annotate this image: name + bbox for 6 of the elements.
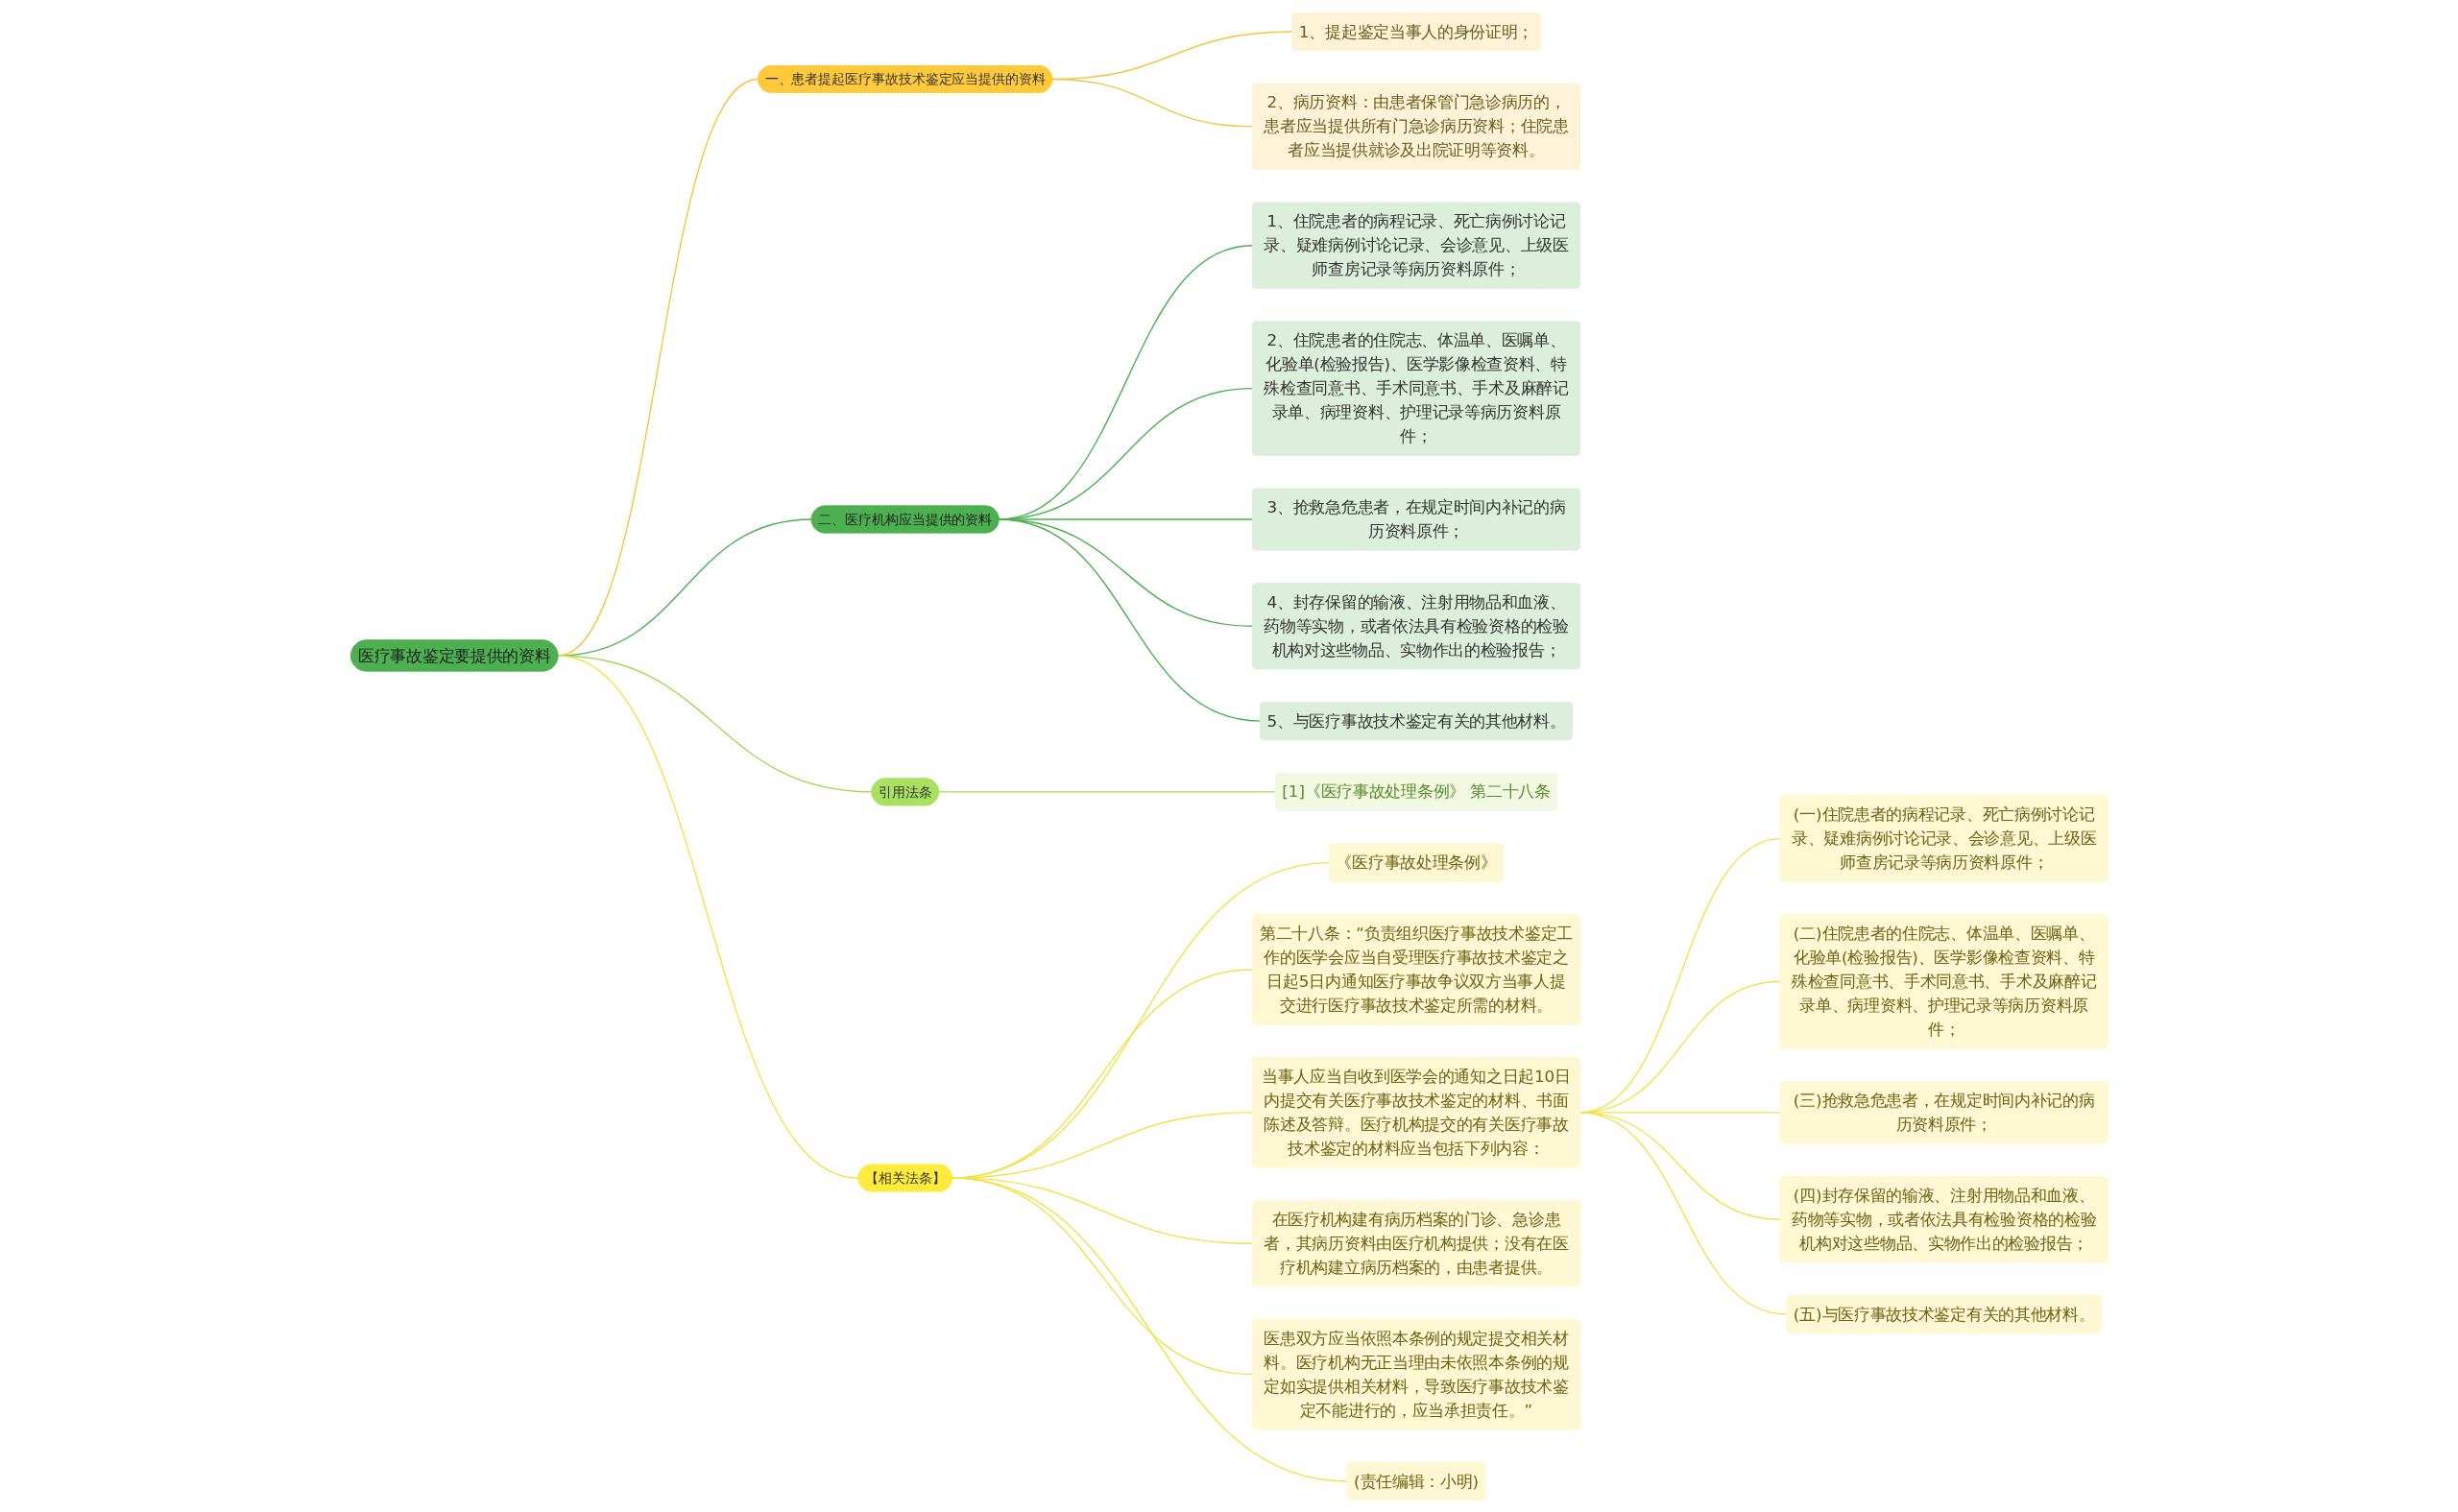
- connector: [1050, 78, 1253, 128]
- connector: [937, 790, 1276, 793]
- connector: [951, 1176, 1348, 1482]
- connector: [556, 654, 859, 1179]
- connector: [998, 517, 1261, 722]
- connector: [1578, 1111, 1788, 1315]
